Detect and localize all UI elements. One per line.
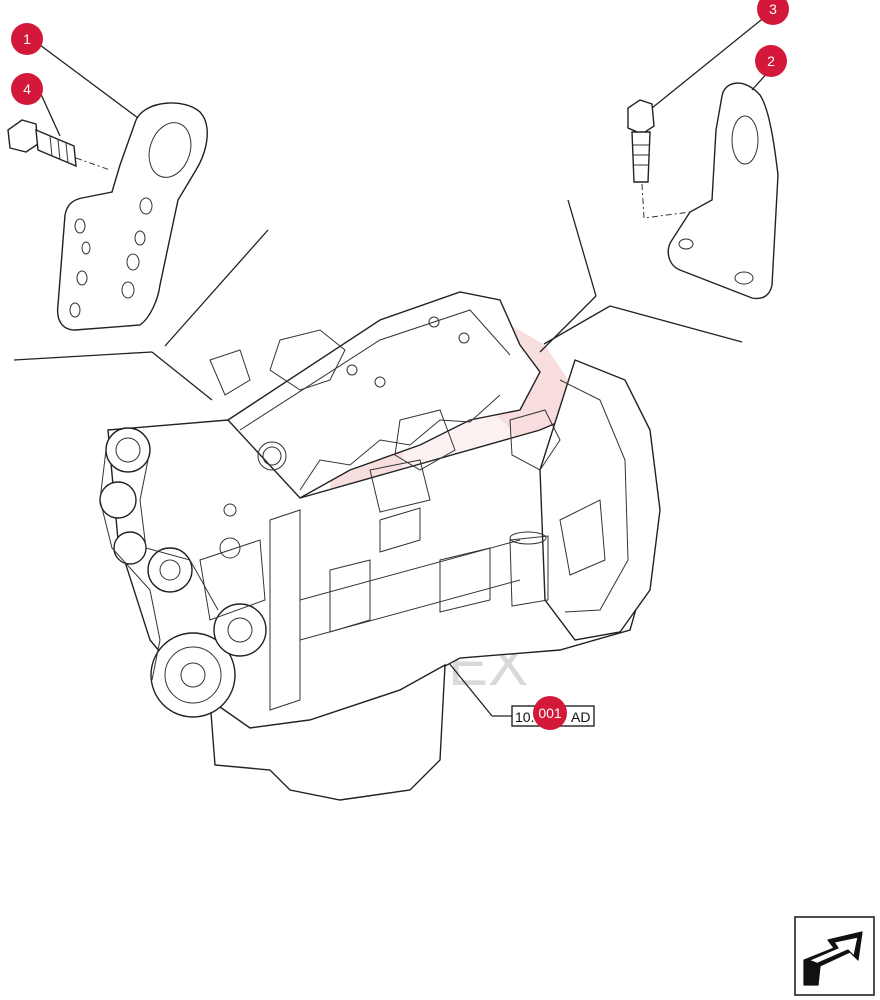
bolt-4-axis-line — [75, 157, 111, 171]
reference-label-suffix: AD — [571, 709, 590, 725]
callout-4[interactable]: 4 — [11, 73, 43, 105]
navigate-back-button[interactable] — [794, 916, 875, 996]
callout-1[interactable]: 1 — [11, 23, 43, 55]
callout-001[interactable]: 001 — [533, 696, 567, 730]
callout-2-label: 2 — [767, 53, 775, 69]
front-lifting-bracket[interactable] — [56, 102, 208, 331]
reference-label-prefix: 10. — [515, 709, 534, 725]
rear-bracket-bolt[interactable] — [627, 99, 655, 183]
callout-3-label: 3 — [769, 1, 777, 17]
rear-lifting-bracket[interactable] — [667, 82, 779, 300]
front-bracket-bolt[interactable] — [7, 119, 77, 168]
callout-4-label: 4 — [23, 81, 31, 97]
callout-2[interactable]: 2 — [755, 45, 787, 77]
callout-001-label: 001 — [538, 705, 562, 721]
callout-3[interactable]: 3 — [757, 0, 789, 25]
bolt-3-axis-line — [641, 183, 691, 219]
engine-assembly — [99, 291, 661, 801]
callout-1-label: 1 — [23, 31, 31, 47]
